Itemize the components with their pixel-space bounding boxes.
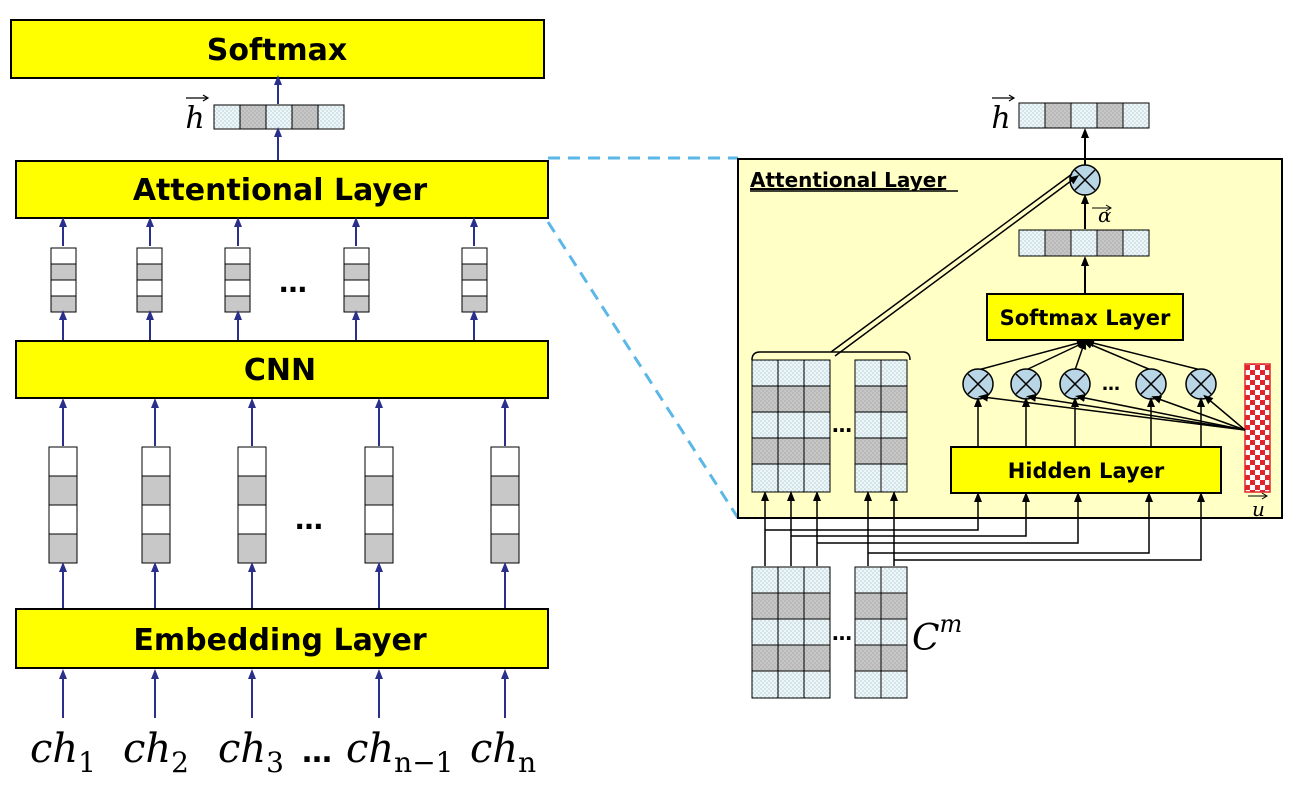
cnn-output-vectors	[50, 247, 488, 313]
embedding-label: Embedding Layer	[133, 623, 426, 658]
cnn-box	[15, 340, 549, 399]
multiply-node	[1010, 368, 1042, 400]
input-characters: ch1 ch2 ch3 … chn−1 chn	[30, 726, 536, 779]
c-m-label: Cm	[912, 610, 962, 659]
cnn-output-vector	[50, 247, 77, 313]
cnn-output-vector	[224, 247, 251, 313]
cnn-output-vector	[136, 247, 163, 313]
h-vector	[213, 104, 345, 130]
attention-box	[15, 160, 549, 219]
softmax-label: Softmax	[207, 33, 347, 68]
multiply-node-top	[1069, 164, 1101, 196]
input-ellipsis: …	[302, 735, 332, 770]
alpha-vector	[1018, 229, 1150, 257]
u-vector-arrowhead	[1261, 492, 1268, 500]
u-vector	[1244, 363, 1271, 493]
detail-matrix-bottom	[751, 566, 908, 699]
embedding-box	[15, 608, 549, 669]
detail-connections	[761, 491, 1205, 566]
alpha-label: α	[1098, 203, 1112, 227]
h-vector-arrowhead	[202, 94, 210, 102]
embedding-vector	[141, 446, 171, 564]
left-model: Softmax h Attentional Layer	[10, 19, 549, 779]
softmax-layer-label: Softmax Layer	[1000, 306, 1171, 330]
detail-h-arrowhead	[1008, 94, 1016, 102]
input-ch-n: chn	[470, 726, 536, 779]
arrows-hidden-to-multiply	[974, 397, 1205, 446]
ellipsis-lower: …	[295, 503, 323, 536]
input-ch-1: ch1	[30, 726, 96, 779]
embedding-vector	[48, 446, 78, 564]
cnn-output-vector	[343, 247, 370, 313]
detail-h-vector	[1018, 102, 1150, 129]
input-ch-2: ch2	[123, 726, 189, 779]
multiply-node	[1059, 368, 1091, 400]
input-ch-n-1: chn−1	[346, 726, 453, 779]
arrows-cnn-to-vectors	[59, 310, 478, 340]
multiply-nodes-row	[962, 368, 1217, 400]
hidden-layer-box	[950, 446, 1222, 494]
arrow-matrix-to-multiply-a	[830, 173, 1073, 353]
cnn-output-vector	[461, 247, 488, 313]
alpha-vector-arrowhead	[1105, 204, 1112, 212]
arrows-multiply-to-softmax	[977, 339, 1202, 371]
cnn-label: CNN	[244, 353, 316, 388]
embedding-vector	[364, 446, 394, 564]
multiply-node	[1185, 368, 1217, 400]
detail-panel-title: Attentional Layer	[750, 168, 946, 192]
u-label: u	[1252, 497, 1265, 521]
arrows-to-attention	[59, 217, 478, 246]
embedding-vectors	[48, 446, 520, 564]
embedding-vector	[237, 446, 267, 564]
detail-matrix-top-ellipsis: …	[832, 413, 852, 437]
h-label: h	[185, 101, 204, 136]
arrow-matrix-to-multiply-b	[834, 175, 1080, 357]
detail-h-label: h	[991, 101, 1010, 136]
embedding-vector	[490, 446, 520, 564]
multiply-node	[1135, 368, 1167, 400]
arrows-inputs-to-embedding	[59, 669, 509, 718]
attention-detail: h Attentional Layer α	[737, 94, 1283, 521]
arrows-to-cnn	[59, 398, 509, 446]
zoom-lines	[546, 156, 740, 519]
input-ch-3: ch3	[218, 726, 284, 779]
arrows-embedding-to-vectors	[59, 562, 509, 608]
attention-label: Attentional Layer	[133, 173, 428, 208]
detail-matrix-top	[751, 359, 908, 493]
multiply-nodes-ellipsis: …	[1102, 374, 1120, 395]
hidden-layer-label: Hidden Layer	[1008, 459, 1165, 483]
multiply-node	[962, 368, 994, 400]
detail-matrix-bottom-ellipsis: …	[832, 621, 852, 645]
softmax-box	[10, 19, 545, 79]
ellipsis-upper: …	[279, 266, 307, 299]
